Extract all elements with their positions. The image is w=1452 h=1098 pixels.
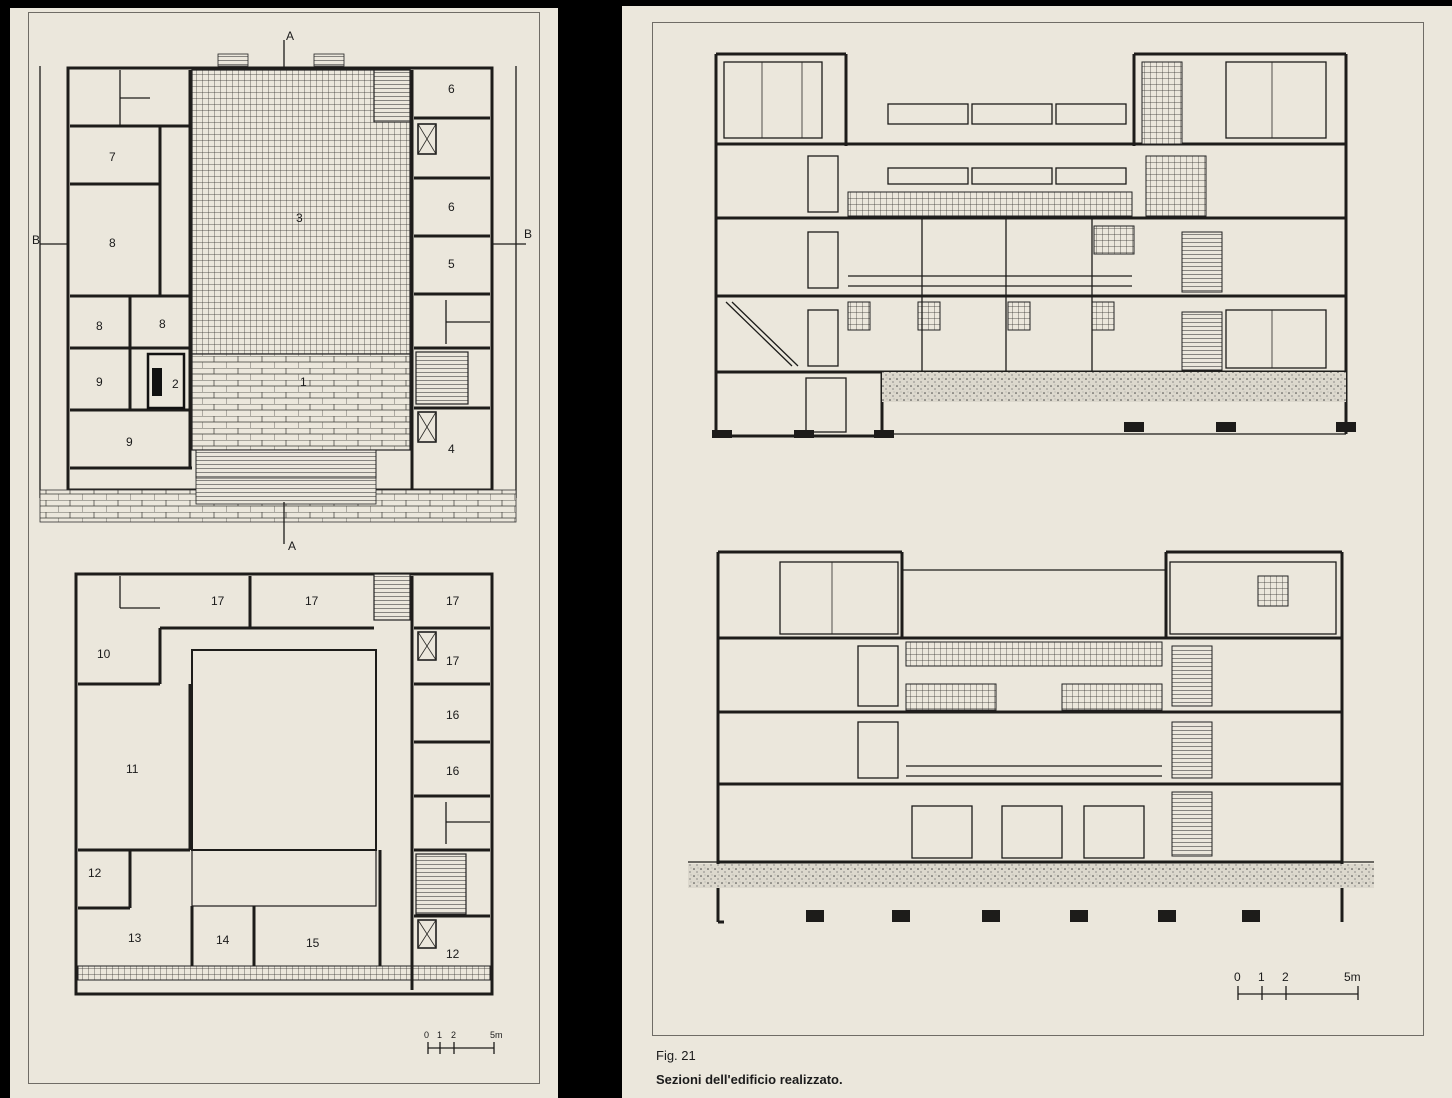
room-2: 2 [172,377,179,391]
room-13: 13 [128,931,142,945]
ground-floor-labels: A A B B 7 8 8 8 9 9 2 1 3 6 6 5 4 [32,29,532,553]
room-8-b: 8 [96,319,103,333]
section-marker-b-right: B [524,227,532,241]
room-9-a: 9 [96,375,103,389]
upper-floor-labels: 17 17 17 17 10 16 16 11 12 13 14 15 12 [88,594,460,961]
room-4: 4 [448,442,455,456]
section-marker-b-left: B [32,233,40,247]
section-scale-tick-1: 1 [1258,970,1265,984]
room-8-c: 8 [159,317,166,331]
section-marker-a-bottom: A [288,539,296,553]
room-1: 1 [300,375,307,389]
room-9-b: 9 [126,435,133,449]
section-scale-bar: 0 1 2 5m [1234,970,1361,1000]
room-11: 11 [126,762,139,776]
right-page-frame [652,22,1424,1036]
plan-scale-bar: 0 1 2 5m [424,1030,503,1054]
room-16-a: 16 [446,708,460,722]
section-a-drawing [712,52,1356,438]
room-5: 5 [448,257,455,271]
room-12-a: 12 [88,866,102,880]
ground-floor-plan [39,40,526,544]
scale-tick-1: 1 [437,1030,442,1040]
room-16-b: 16 [446,764,460,778]
room-12-b: 12 [446,947,460,961]
room-6-a: 6 [448,82,455,96]
section-scale-tick-2: 2 [1282,970,1289,984]
room-17-a: 17 [211,594,225,608]
upper-floor-plan [74,572,494,996]
figure-number: Fig. 21 [656,1048,696,1063]
sections-drawing: 0 1 2 5m [688,52,1374,1000]
section-marker-a-top: A [286,29,294,43]
left-page-plans: 0 1 2 5m A A B B 7 8 8 8 9 9 2 1 3 6 6 5… [10,8,558,1098]
right-page-sections: 0 1 2 5m Fig. 21 Sezioni dell'edificio r… [622,6,1452,1098]
room-8-a: 8 [109,236,116,250]
room-7: 7 [109,150,116,164]
room-14: 14 [216,933,230,947]
section-scale-tick-0: 0 [1234,970,1241,984]
section-b-drawing [688,550,1374,924]
room-17-d: 17 [446,654,460,668]
figure-caption: Sezioni dell'edificio realizzato. [656,1072,843,1087]
section-scale-tick-5m: 5m [1344,970,1361,984]
room-17-c: 17 [446,594,460,608]
room-15: 15 [306,936,320,950]
scale-tick-5m: 5m [490,1030,503,1040]
floor-plans-drawing: 0 1 2 5m A A B B 7 8 8 8 9 9 2 1 3 6 6 5… [32,29,532,1054]
room-10: 10 [97,647,111,661]
scale-tick-2: 2 [451,1030,456,1040]
room-3: 3 [296,211,303,225]
room-17-b: 17 [305,594,319,608]
room-6-b: 6 [448,200,455,214]
scale-tick-0: 0 [424,1030,429,1040]
left-page-frame [28,12,540,1084]
